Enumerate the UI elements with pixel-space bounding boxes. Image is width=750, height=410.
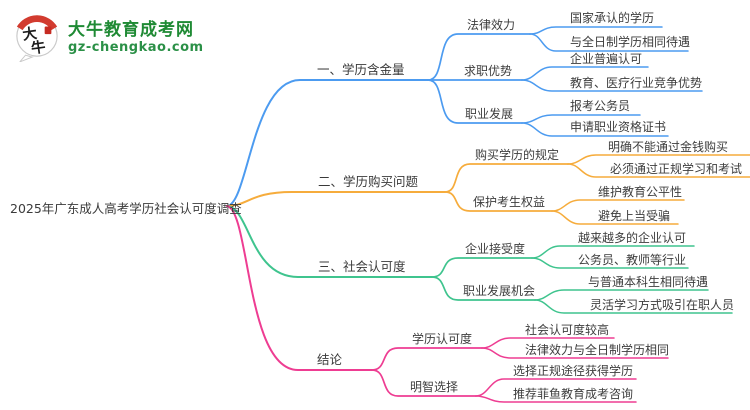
branch4-main-line bbox=[226, 205, 373, 371]
branch4-leaf-line bbox=[475, 395, 637, 403]
mindmap-subnode-label: 学历认可度 bbox=[412, 332, 473, 346]
branch4-leaf-line bbox=[475, 378, 637, 397]
mindmap-subnode-label: 明智选择 bbox=[410, 380, 459, 394]
branch1-leaf-line bbox=[521, 66, 649, 81]
mindmap-leaf-label: 必须通过正规学习和考试 bbox=[610, 162, 743, 176]
mindmap-leaf-label: 越来越多的企业认可 bbox=[578, 231, 687, 245]
branch2-leaf-line bbox=[551, 199, 685, 212]
mindmap-leaf-label: 教育、医疗行业竞争优势 bbox=[570, 76, 703, 90]
mindmap-branch-label: 结论 bbox=[317, 352, 343, 367]
branch2-leaf-line bbox=[567, 163, 750, 178]
mindmap-leaf-label: 公务员、教师等行业 bbox=[578, 253, 687, 267]
branch4-leaf-line bbox=[481, 347, 669, 359]
branch1-leaf-line bbox=[529, 33, 689, 52]
branch3-sub-line bbox=[431, 257, 533, 278]
mindmap-subnode-label: 职业发展 bbox=[465, 107, 514, 121]
branch3-leaf-line bbox=[534, 299, 733, 314]
mindmap-leaf-label: 与普通本科生相同待遇 bbox=[588, 275, 709, 289]
branch3-main-line bbox=[226, 205, 433, 278]
branch2-sub-line bbox=[444, 191, 553, 212]
mindmap-leaf-label: 明确不能通过金钱购买 bbox=[608, 140, 729, 154]
branch1-sub-line bbox=[427, 79, 523, 124]
branch1-main-line bbox=[226, 79, 429, 207]
branch3-sub-line bbox=[431, 276, 536, 301]
mindmap-leaf-label: 企业普遍认可 bbox=[570, 52, 643, 66]
site-logo-domain: gz-chengkao.com bbox=[68, 39, 204, 55]
mindmap-leaf-label: 法律效力与全日制学历相同 bbox=[525, 343, 670, 357]
mindmap-subnode-label: 求职优势 bbox=[464, 64, 513, 78]
svg-text:大: 大 bbox=[21, 24, 38, 44]
daniu-logo-icon: 大 牛 bbox=[16, 15, 58, 62]
branch1-leaf-line bbox=[529, 26, 663, 35]
mindmap-leaf-label: 避免上当受骗 bbox=[598, 209, 671, 223]
branch3-leaf-line bbox=[531, 257, 689, 269]
mindmap-subnode-label: 保护考生权益 bbox=[473, 195, 546, 209]
mindmap-subnode-label: 购买学历的规定 bbox=[475, 148, 560, 162]
branch2-main-line bbox=[226, 191, 446, 207]
branch1-leaf-line bbox=[521, 114, 641, 124]
branch1-leaf-line bbox=[521, 122, 669, 137]
mindmap-branch-label: 二、学历购买问题 bbox=[318, 174, 419, 189]
branch1-sub-line bbox=[427, 33, 531, 81]
mindmap-branch-label: 一、学历含金量 bbox=[317, 62, 405, 77]
branch2-leaf-line bbox=[551, 210, 679, 225]
mindmap-leaf-label: 国家承认的学历 bbox=[570, 11, 655, 25]
mindmap-leaf-label: 选择正规途径获得学历 bbox=[513, 364, 634, 378]
mindmap-leaf-label: 推荐菲鱼教育成考咨询 bbox=[513, 387, 634, 401]
mindmap-leaf-label: 报考公务员 bbox=[570, 99, 631, 113]
branch4-sub-line bbox=[371, 347, 483, 371]
branch3-leaf-line bbox=[534, 289, 709, 301]
mindmap-subnode-label: 企业接受度 bbox=[465, 242, 526, 256]
mindmap-leaf-label: 灵活学习方式吸引在职人员 bbox=[590, 298, 735, 312]
svg-text:牛: 牛 bbox=[30, 37, 47, 57]
mindmap-leaf-label: 申请职业资格证书 bbox=[570, 120, 667, 134]
branch3-leaf-line bbox=[531, 245, 695, 259]
site-logo-title: 大牛教育成考网 bbox=[68, 19, 194, 40]
branch1-leaf-line bbox=[521, 79, 703, 92]
site-logo: 大 牛 大牛教育成考网 gz-chengkao.com bbox=[14, 12, 204, 62]
mindmap-root-title: 2025年广东成人高考学历社会认可度调查 bbox=[10, 201, 242, 216]
branch4-sub-line bbox=[371, 369, 477, 397]
branch2-leaf-line bbox=[567, 154, 750, 165]
mindmap-leaf-label: 维护教育公平性 bbox=[598, 185, 683, 199]
mindmap-subnode-label: 法律效力 bbox=[467, 18, 516, 32]
mindmap-leaf-label: 社会认可度较高 bbox=[525, 323, 610, 337]
mindmap-leaf-label: 与全日制学历相同待遇 bbox=[570, 35, 691, 49]
mindmap-subnode-label: 职业发展机会 bbox=[463, 284, 536, 298]
branch2-sub-line bbox=[444, 163, 569, 193]
mindmap-branch-label: 三、社会认可度 bbox=[318, 259, 406, 274]
